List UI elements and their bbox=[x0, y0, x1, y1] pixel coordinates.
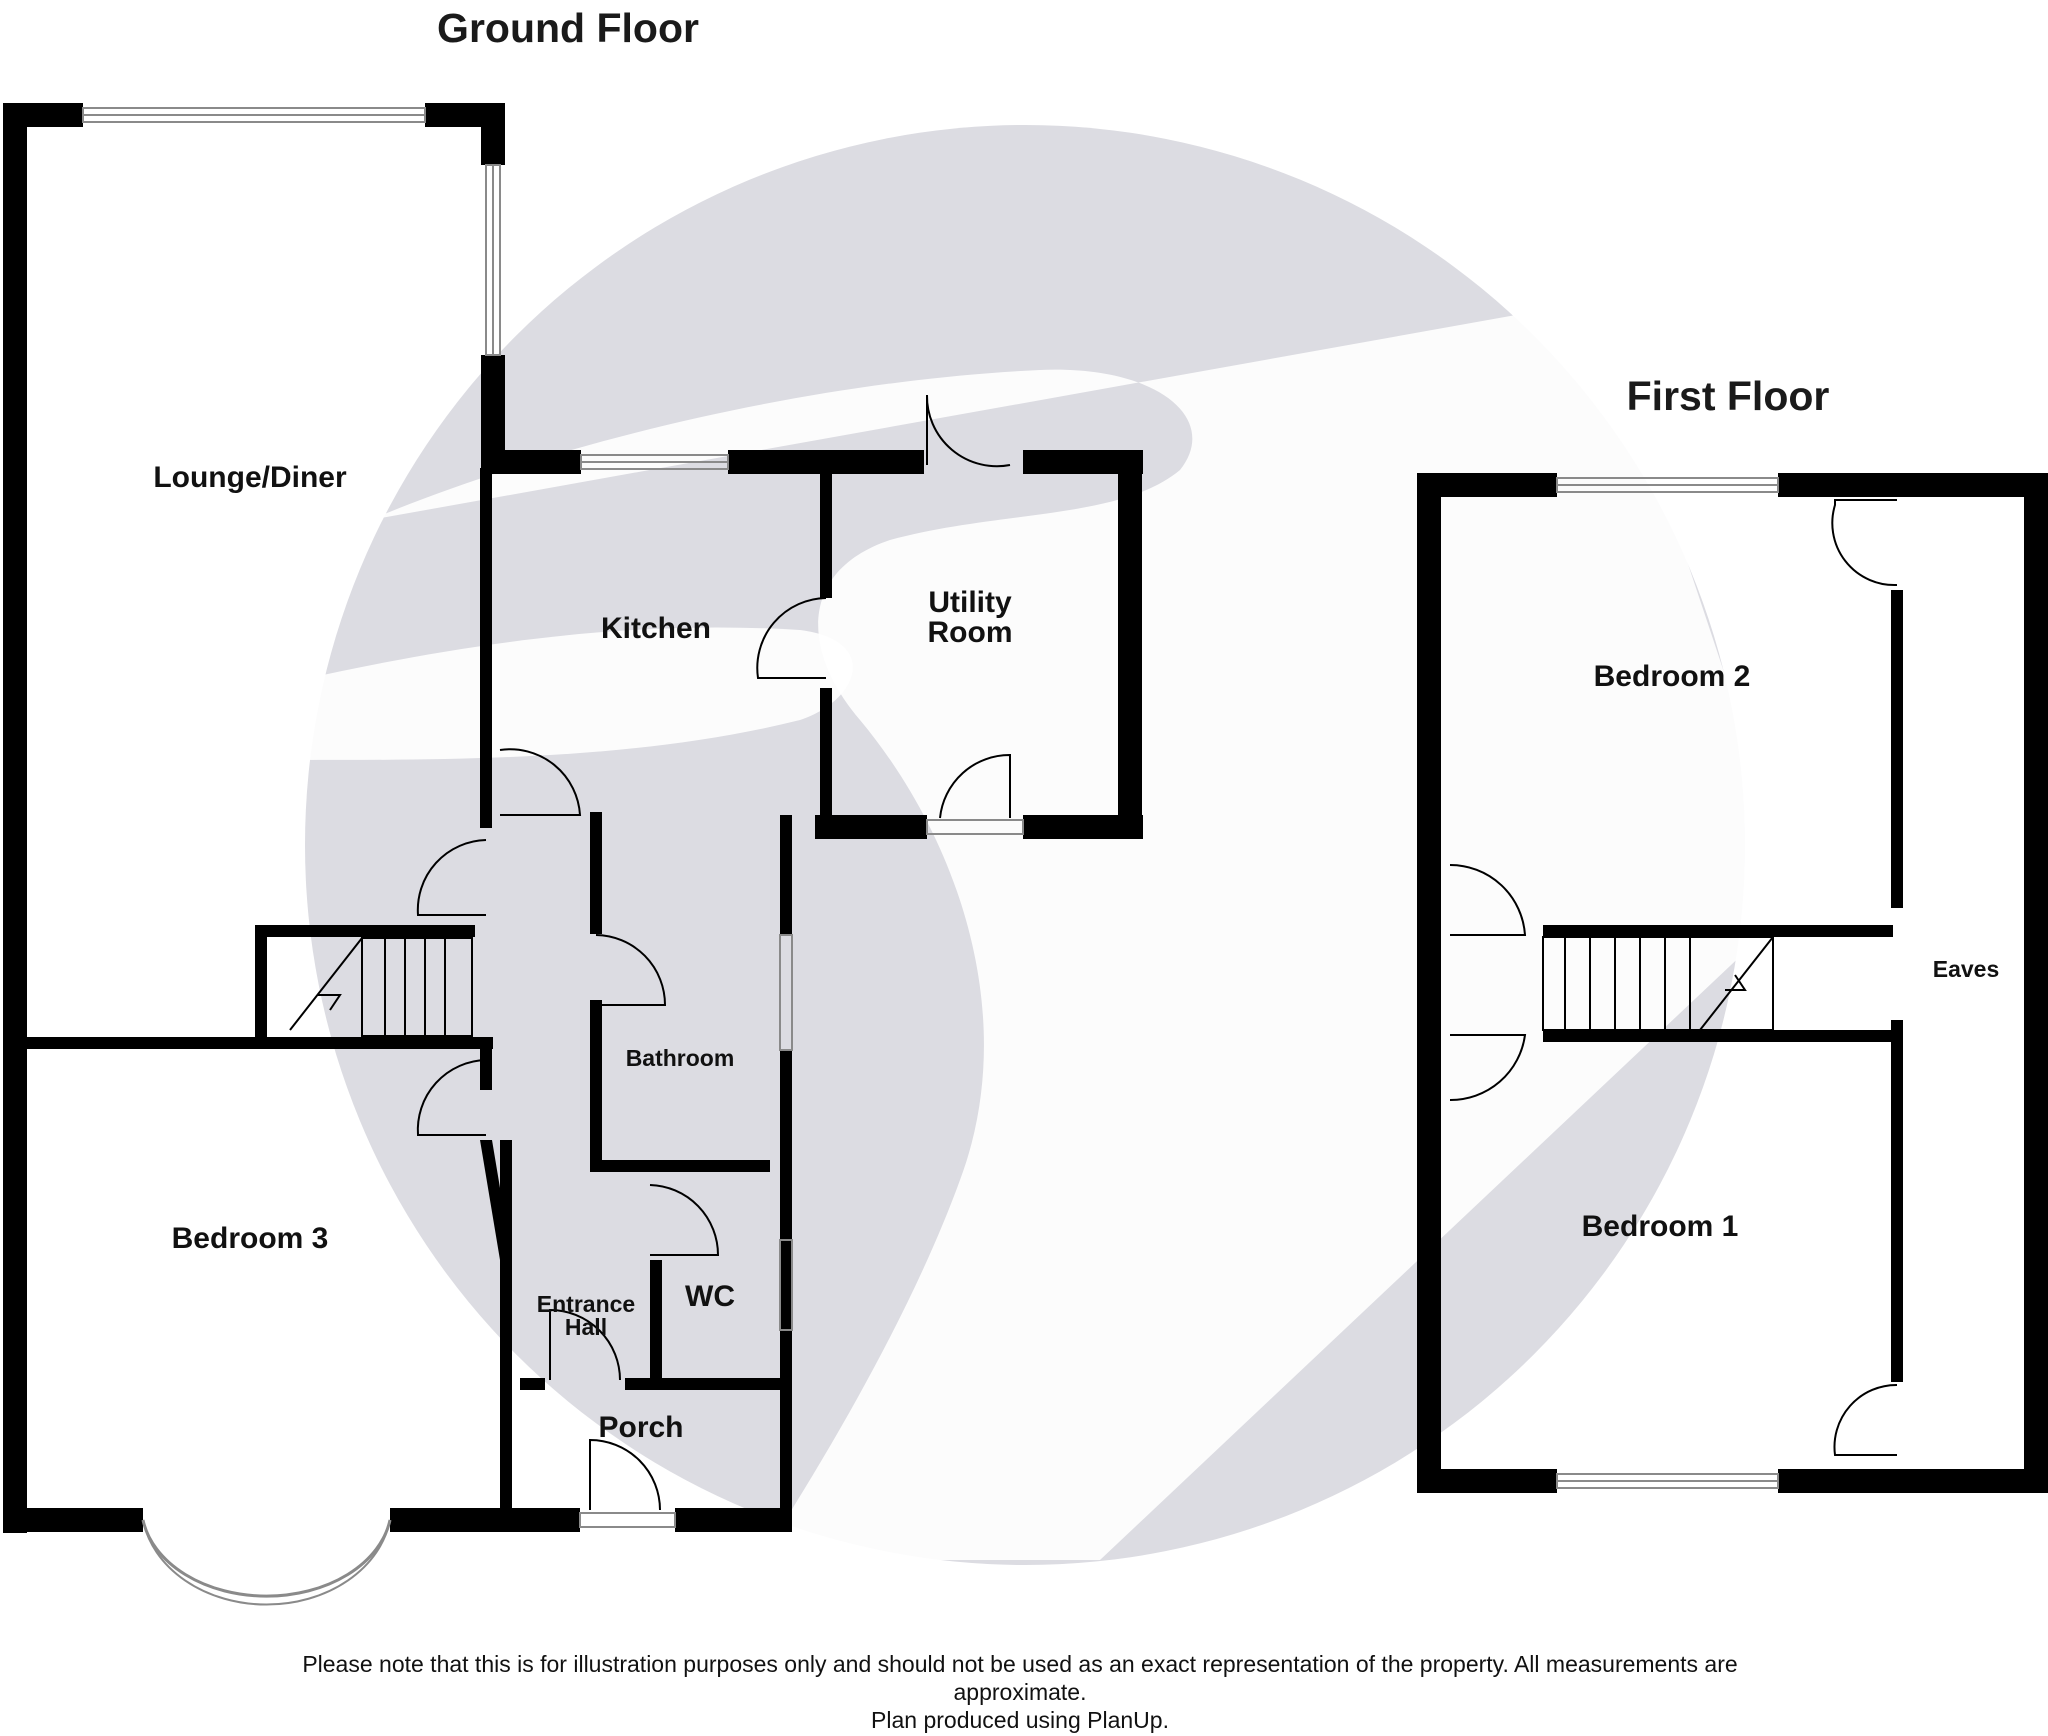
room-label-lounge-diner: Lounge/Diner bbox=[153, 461, 347, 494]
ground-floor bbox=[3, 103, 1143, 1606]
room-label-entrance-line1: Entrance bbox=[537, 1291, 635, 1317]
disclaimer-line-1: Please note that this is for illustratio… bbox=[302, 1651, 1738, 1677]
room-label-kitchen: Kitchen bbox=[601, 612, 711, 645]
room-label-eaves: Eaves bbox=[1933, 956, 2000, 982]
room-label-bedroom-2: Bedroom 2 bbox=[1594, 660, 1751, 693]
first-floor bbox=[1417, 473, 2048, 1493]
first-floor-title: First Floor bbox=[1627, 373, 1830, 419]
room-label-bedroom-1: Bedroom 1 bbox=[1582, 1210, 1739, 1243]
room-label-bathroom: Bathroom bbox=[626, 1045, 735, 1071]
room-label-wc: WC bbox=[685, 1280, 735, 1313]
disclaimer-line-2: approximate. bbox=[953, 1679, 1087, 1705]
room-label-entrance-line2: Hall bbox=[565, 1314, 607, 1340]
watermark-logo bbox=[300, 125, 1800, 1565]
disclaimer: Please note that this is for illustratio… bbox=[200, 1650, 1840, 1734]
room-label-porch: Porch bbox=[598, 1411, 683, 1444]
room-label-utility-line1: Utility bbox=[928, 586, 1012, 619]
disclaimer-line-3: Plan produced using PlanUp. bbox=[871, 1707, 1169, 1733]
ground-floor-title: Ground Floor bbox=[437, 5, 699, 51]
room-label-bedroom-3: Bedroom 3 bbox=[172, 1222, 329, 1255]
room-label-utility-line2: Room bbox=[928, 616, 1013, 649]
